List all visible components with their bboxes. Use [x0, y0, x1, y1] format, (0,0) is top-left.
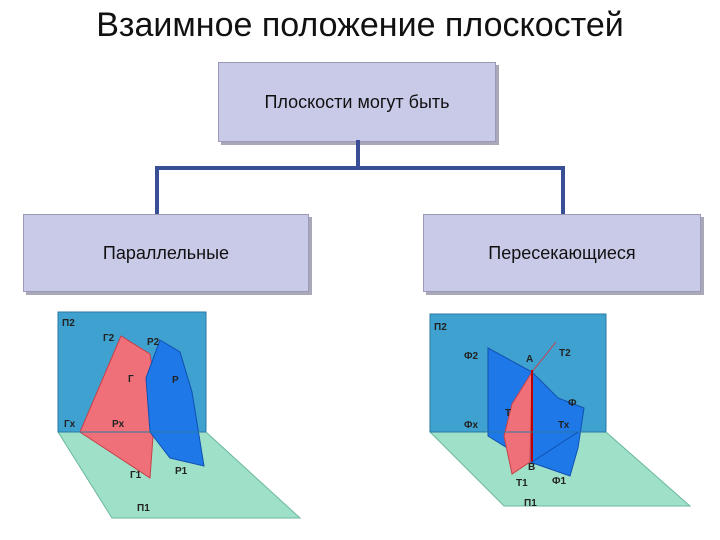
label-gx: Гх [64, 419, 76, 430]
label-p1: Р1 [175, 466, 188, 477]
label-pi1: П1 [137, 503, 150, 514]
connector-right [561, 166, 565, 214]
label-g2: Г2 [103, 333, 115, 344]
label-p2: Р2 [147, 337, 160, 348]
label-b: В [528, 462, 535, 473]
plane-p [145, 339, 205, 467]
branch-box-intersecting: Пересекающиеся [423, 214, 701, 292]
branch-label-parallel: Параллельные [102, 242, 230, 263]
label-t2: Т2 [559, 348, 571, 359]
label-px: Рх [112, 419, 125, 430]
label-a: А [526, 354, 533, 365]
connector-left [155, 166, 159, 214]
label-p: Р [172, 375, 179, 386]
label-pi1-right: П1 [524, 498, 537, 509]
connector-stem [356, 140, 360, 168]
label-t1: Т1 [516, 478, 528, 489]
label-fx: Фх [464, 420, 479, 431]
label-f: Ф [568, 398, 577, 409]
branch-box-parallel: Параллельные [23, 214, 309, 292]
root-box: Плоскости могут быть [218, 62, 496, 142]
label-g1: Г1 [130, 470, 142, 481]
label-f1: Ф1 [552, 476, 567, 487]
label-pi2-right: П2 [434, 322, 447, 333]
trace-line-right [531, 431, 579, 463]
label-t: Т [505, 408, 511, 419]
root-box-label: Плоскости могут быть [264, 91, 450, 112]
label-pi2: П2 [62, 318, 75, 329]
label-f2: Ф2 [464, 351, 479, 362]
branch-label-intersecting: Пересекающиеся [488, 242, 636, 263]
label-g: Г [128, 374, 134, 385]
page-title: Взаимное положение плоскостей [96, 6, 624, 44]
label-tx: Тх [558, 420, 570, 431]
connector-bar [155, 166, 565, 170]
